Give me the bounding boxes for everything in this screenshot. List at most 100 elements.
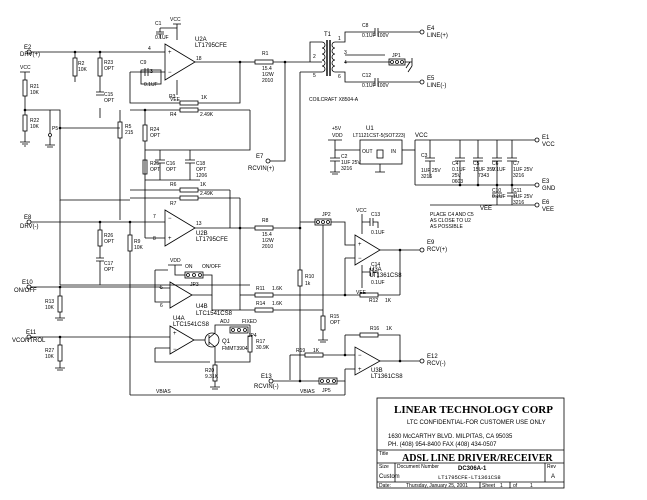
c18-value: OPT — [196, 167, 206, 173]
bias-network: VCC R21 10K R22 10K P5 R5 215 R24 OPT R2… — [20, 60, 287, 220]
q1-part: FMMT3904 — [222, 346, 248, 352]
vdd-label-jp3: VDD — [170, 258, 181, 264]
jp4-ref: JP4 — [248, 333, 257, 339]
drawing-date: Thursday, January 25, 2001 — [406, 483, 468, 489]
u2a-pin18: 18 — [196, 56, 202, 62]
e7-name: RCVIN(+) — [248, 166, 274, 172]
e6-label: E6 — [542, 200, 550, 206]
t1-pin6: 6 — [338, 74, 341, 80]
transistor-q1 — [204, 332, 220, 348]
title-block: LINEAR TECHNOLOGY CORP LTC CONFIDENTIAL-… — [376, 397, 565, 489]
opamp-u2b — [164, 209, 196, 247]
r13-ref: R13 — [45, 299, 54, 305]
r6-value: 1K — [200, 182, 207, 188]
resistor-r26 — [97, 229, 103, 247]
e4-label: E4 — [427, 26, 435, 32]
capacitor-c8 — [365, 28, 420, 36]
p5-ref: P5 — [52, 126, 58, 132]
vee-rail-label: VEE — [480, 206, 492, 212]
e1-label: E1 — [542, 135, 550, 141]
jumper-jp4[interactable] — [229, 326, 249, 334]
c1-value: 0.1UF — [155, 35, 169, 41]
document-parts: LT1795CFE-LT1361CS8 — [438, 474, 501, 481]
c11-package: 3216 — [513, 200, 524, 206]
opamp-u2a — [164, 43, 196, 81]
v5-label: +5V — [332, 126, 342, 132]
opamp-u3a — [354, 234, 381, 266]
rev-field-label: Rev — [547, 464, 556, 470]
u1-out-label: OUT — [362, 149, 373, 155]
r15-ref: R15 — [330, 314, 339, 320]
t1-part: COILCRAFT X8504-A — [309, 97, 359, 103]
e2-label: E2 — [24, 45, 32, 51]
vbias-label-left: VBIAS — [156, 389, 171, 395]
r22-ref: R22 — [30, 118, 39, 124]
u2b-pin13: 13 — [196, 221, 202, 227]
e10-name: ON/OFF — [14, 288, 37, 294]
e10-label: E10 — [22, 280, 33, 286]
capacitor-c12 — [365, 78, 420, 86]
e3-name: GND — [542, 186, 556, 192]
r8-value: 15.4 — [262, 232, 272, 238]
vcc-label-u2a: VCC — [170, 17, 181, 23]
c11-ref: C11 — [513, 188, 522, 194]
connector-e7[interactable] — [265, 158, 271, 164]
capacitor-c6 — [492, 140, 502, 185]
c4-value: 0.1UF — [452, 167, 466, 173]
q1-ref: Q1 — [222, 339, 231, 345]
on-label: ON — [185, 264, 193, 270]
vbias-label-right: VBIAS — [300, 389, 315, 395]
power-supply-section: +5V VDD C2 1UF 25V 3216 U1 LT1121CST-5(S… — [328, 126, 556, 230]
e5-name: LINE(-) — [427, 83, 446, 89]
resistor-r3 — [179, 100, 199, 106]
c7-package: 3216 — [513, 173, 524, 179]
r12-value: 1K — [385, 298, 392, 304]
u3b-minus: − — [358, 353, 362, 359]
drawing-size: Custom — [379, 474, 400, 480]
t1-pin4: 4 — [344, 60, 347, 66]
connector-e1[interactable] — [534, 137, 540, 143]
connector-e4[interactable] — [419, 29, 425, 35]
capacitor-c11 — [507, 185, 517, 205]
c5-value: 15UF 35V — [473, 167, 496, 173]
r3-value: 1K — [201, 95, 208, 101]
connector-e5[interactable] — [419, 79, 425, 85]
r1-value: 15.4 — [262, 66, 272, 72]
opamp-u3b — [354, 346, 381, 376]
resistor-r1 — [254, 59, 274, 65]
r23-ref: R23 — [104, 60, 113, 66]
u4b-pin6: 6 — [160, 303, 163, 309]
t1-pin5: 5 — [313, 73, 316, 79]
adj-label: ADJ — [220, 319, 230, 325]
onoff-label: ON/OFF — [202, 264, 221, 270]
c15-value: OPT — [104, 98, 114, 104]
r1-ref: R1 — [262, 51, 269, 57]
c4-voltage: 25V — [452, 173, 462, 179]
resistor-r14 — [254, 307, 274, 313]
capacitor-c4 — [455, 140, 465, 185]
c3-package: 3216 — [421, 174, 432, 180]
connector-e3[interactable] — [534, 182, 540, 188]
u4b-part: LTC1541CS8 — [196, 311, 233, 317]
connector-e12[interactable] — [419, 358, 425, 364]
resistor-r27 — [57, 344, 63, 362]
resistor-r21 — [22, 79, 28, 97]
c6-ref: C6 — [492, 161, 499, 167]
c10-ref: C10 — [492, 188, 501, 194]
u3b-ref: U3B — [371, 368, 383, 374]
c13-value: 0.1UF — [371, 230, 385, 236]
connector-e6[interactable] — [534, 202, 540, 208]
c2-value: 1UF 25V — [341, 160, 361, 166]
c17-ref: C17 — [104, 261, 113, 267]
resistor-r9 — [127, 234, 133, 252]
vdd-label: VDD — [332, 133, 343, 139]
connector-e9[interactable] — [419, 247, 425, 253]
e7-label: E7 — [256, 154, 264, 160]
u3a-minus: − — [358, 256, 362, 262]
resistor-r10 — [297, 269, 303, 287]
u3a-part: LT1361CS8 — [370, 273, 402, 279]
c16-ref: C16 — [166, 161, 175, 167]
c10-value: 0.1UF — [492, 194, 506, 200]
c13-ref: C13 — [371, 212, 380, 218]
capacitor-c14 — [362, 268, 379, 278]
